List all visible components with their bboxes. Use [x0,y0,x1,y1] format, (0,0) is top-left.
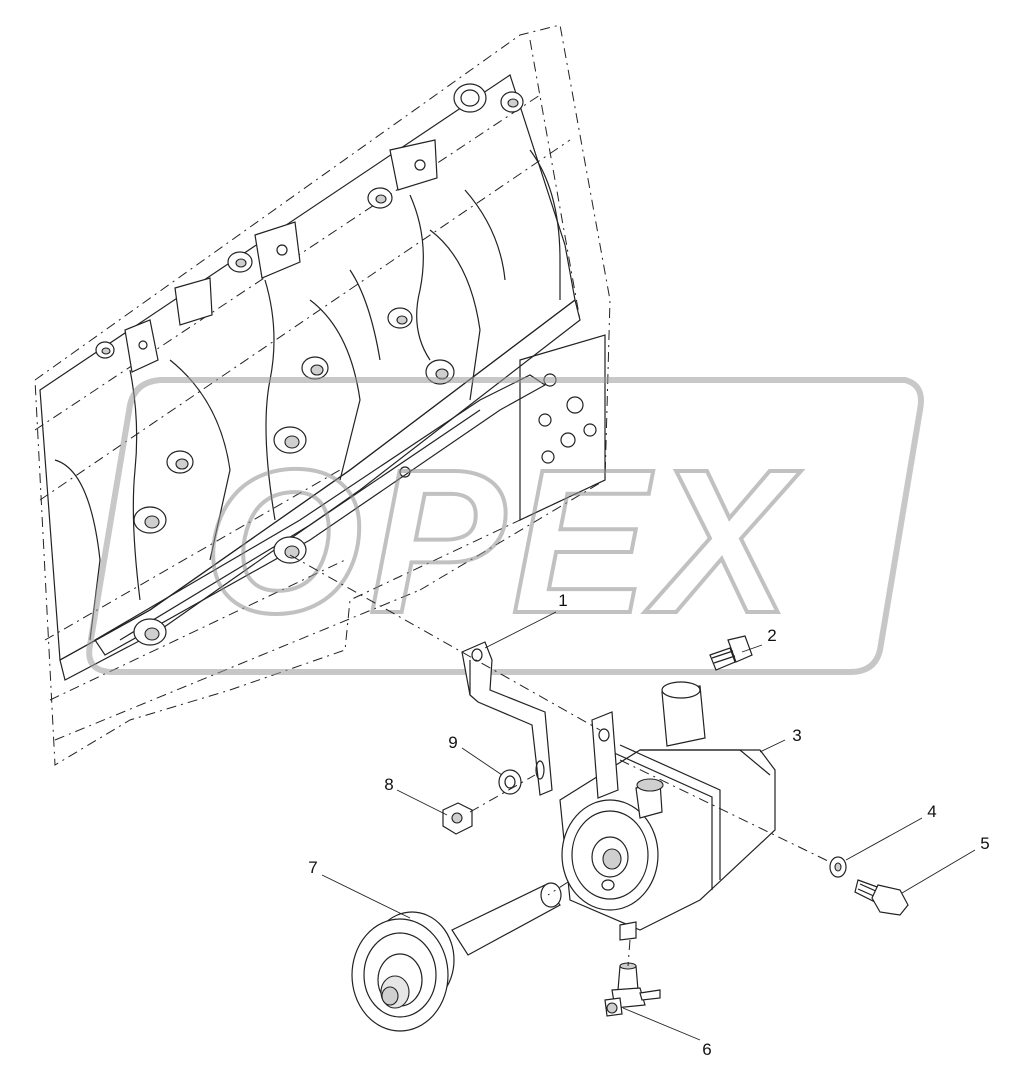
part-9-washer [498,769,522,795]
part-3-oil-cooler [559,681,776,941]
callout-leaders [321,611,976,1041]
block-tabs [124,139,438,373]
part-8-nut [442,802,473,835]
block-bosses [95,83,524,646]
callout-numbers: 1 2 3 4 5 6 7 8 9 [308,591,989,1059]
callout-9: 9 [448,733,457,752]
part-1-bracket [461,641,553,796]
assembly-center-lines [289,554,831,967]
part-6-fitting [604,962,661,1017]
callout-4: 4 [927,802,936,821]
part-5-bolt [854,879,909,916]
callout-1: 1 [558,591,567,610]
callout-6: 6 [702,1040,711,1059]
callout-3: 3 [792,726,801,745]
engine-block [34,24,611,766]
callout-7: 7 [308,858,317,877]
opex-watermark: OPEX [86,377,924,675]
callout-2: 2 [767,626,776,645]
part-2-bolt [709,635,753,671]
part-7-pulley [351,882,562,1032]
callout-8: 8 [384,775,393,794]
bearing-saddles [54,149,561,641]
watermark-text: OPEX [203,427,801,656]
callout-5: 5 [980,834,989,853]
part-4-washer [829,856,847,878]
